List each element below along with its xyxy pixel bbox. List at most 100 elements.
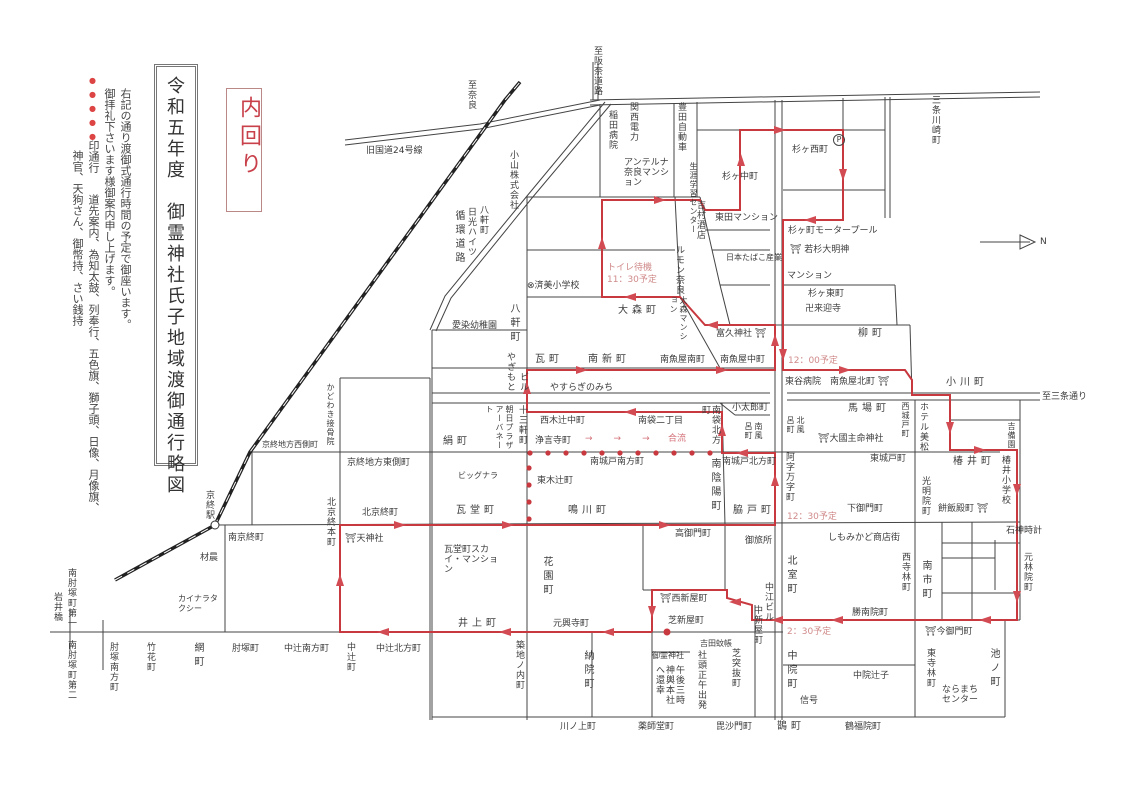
place-label: ⛩天神社 bbox=[345, 534, 384, 544]
route-dot bbox=[581, 450, 587, 456]
place-label: 稲田病院 bbox=[607, 110, 617, 150]
route-dot bbox=[653, 450, 659, 456]
place-label: 十三軒町 bbox=[517, 405, 527, 445]
direction-arrow-icon bbox=[718, 424, 726, 436]
time-label: 12：30予定 bbox=[787, 512, 837, 522]
place-label: 元林院町 bbox=[1022, 552, 1032, 592]
place-label: 関西電力 bbox=[628, 102, 638, 142]
place-label: 浄言寺町 bbox=[535, 436, 572, 446]
direction-arrow-icon bbox=[336, 574, 344, 586]
place-label: 竹花町 bbox=[145, 642, 155, 672]
place-label: 池ノ町 bbox=[988, 648, 999, 690]
direction-arrow-icon bbox=[831, 616, 843, 624]
place-label: ビル bbox=[518, 372, 528, 392]
place-label: ⛩西新屋町 bbox=[660, 594, 708, 604]
place-label: 北京終本町 bbox=[325, 497, 335, 547]
direction-arrow-icon bbox=[523, 382, 531, 394]
place-label: 南魚屋南町 bbox=[660, 355, 706, 365]
north-arrow-icon bbox=[1019, 234, 1037, 250]
direction-arrow-icon bbox=[624, 408, 636, 416]
place-label: 毘沙門町 bbox=[716, 722, 753, 732]
place-label: 吉備園 bbox=[1007, 422, 1016, 449]
place-label: 三条川崎町 bbox=[930, 95, 940, 145]
place-label: 愛染幼稚園 bbox=[452, 321, 498, 331]
place-label: 柳町 bbox=[858, 328, 886, 339]
place-label: 南肘塚町第一 bbox=[66, 568, 76, 628]
place-label: 花園町 bbox=[541, 556, 552, 598]
place-label: 大森町 bbox=[618, 305, 660, 316]
place-label: 薬師堂町 bbox=[638, 722, 675, 732]
place-label: 北室町 bbox=[785, 555, 796, 597]
place-label: 中辻町 bbox=[345, 642, 355, 672]
direction-arrow-icon bbox=[771, 474, 779, 486]
place-label: 鳴川町 bbox=[568, 505, 610, 516]
direction-arrow-icon bbox=[576, 366, 588, 374]
place-label: 脇戸町 bbox=[733, 505, 775, 516]
route-dot bbox=[526, 499, 532, 505]
direction-arrow-icon bbox=[804, 216, 816, 224]
place-label: 南袋二丁目 bbox=[638, 416, 684, 426]
place-label: 小川町 bbox=[946, 377, 988, 388]
route-dot bbox=[563, 450, 569, 456]
place-label: ⛩今御門町 bbox=[925, 627, 973, 637]
place-label: 椿井小学校 bbox=[1000, 455, 1010, 505]
place-label: 富久神社 bbox=[716, 329, 753, 339]
direction-arrows bbox=[336, 126, 1021, 636]
place-label: 中院辻子 bbox=[853, 671, 890, 681]
place-label: やぎもと bbox=[505, 352, 515, 392]
route-name: 内回り bbox=[236, 96, 261, 180]
place-label: 下御門町 bbox=[847, 504, 884, 514]
route-dot bbox=[599, 450, 605, 456]
place-label: 中辻南方町 bbox=[284, 644, 330, 654]
place-label: カイナラタクシー bbox=[178, 594, 218, 613]
place-label: 南城戸南方町 bbox=[590, 457, 645, 467]
place-label: 至阪奈道路 bbox=[592, 46, 602, 96]
place-label: ルモン奈良 bbox=[674, 245, 684, 295]
route-name-frame bbox=[226, 88, 262, 212]
alternate-route-dots bbox=[526, 450, 713, 522]
route-dot bbox=[689, 450, 695, 456]
direction-arrow-icon bbox=[624, 293, 636, 301]
place-label: 光明院町 bbox=[920, 476, 930, 516]
place-label: ホテル美松 bbox=[918, 402, 928, 452]
place-label: 八軒町 bbox=[508, 303, 519, 345]
roads bbox=[50, 62, 1041, 720]
place-label: 築地ノ内町 bbox=[514, 640, 524, 690]
place-label: 小太郎町 bbox=[732, 403, 769, 413]
north-label: N bbox=[1040, 237, 1047, 247]
place-label: 南市町 bbox=[920, 560, 931, 602]
place-label: 肘塚町 bbox=[232, 644, 260, 654]
place-label: 大森マンション bbox=[669, 296, 688, 341]
direction-arrow-icon bbox=[974, 446, 986, 454]
page-title: 令和五年度 御霊神社氏子地域渡御通行略図 bbox=[164, 76, 185, 496]
place-label: 済美小学校 bbox=[534, 281, 580, 291]
place-label: 元興寺町 bbox=[553, 619, 590, 629]
place-label: 高御門町 bbox=[675, 529, 712, 539]
parking-icon: P bbox=[833, 134, 845, 146]
route-dot bbox=[527, 450, 533, 456]
place-label: 吉田蚊帳 bbox=[700, 639, 732, 648]
place-label: 西寺林町 bbox=[900, 552, 910, 592]
place-label: 京終地方西側町 bbox=[262, 440, 318, 449]
place-label: 旧国道24号線 bbox=[366, 146, 423, 156]
place-label: 北風呂町 bbox=[786, 416, 805, 434]
place-label: 勝南院町 bbox=[852, 608, 889, 618]
route-dot bbox=[545, 450, 551, 456]
route-dot bbox=[526, 516, 532, 522]
place-label: 阿字万字町 bbox=[784, 452, 794, 502]
place-label: 信号 bbox=[800, 696, 819, 706]
goryo-shrine-marker bbox=[663, 628, 671, 636]
place-label: 中江ビル bbox=[763, 582, 773, 622]
time-label: トイレ待機 bbox=[607, 263, 653, 273]
place-label: ⊗済美小学校 bbox=[527, 281, 580, 291]
direction-arrow-icon bbox=[499, 628, 511, 636]
note-line1: 右記の通り渡御式通行時間の予定で御座います。 bbox=[119, 88, 132, 330]
direction-arrow-icon bbox=[979, 616, 991, 624]
place-label: ならまちセンター bbox=[941, 685, 978, 705]
place-label: 杉ヶ東町 bbox=[808, 289, 845, 299]
place-label: アンテルナ奈良マンション bbox=[624, 158, 670, 188]
place-label: 南袋北方町 bbox=[700, 405, 720, 445]
direction-arrow-icon bbox=[779, 349, 787, 361]
direction-arrow-icon bbox=[1013, 591, 1021, 603]
